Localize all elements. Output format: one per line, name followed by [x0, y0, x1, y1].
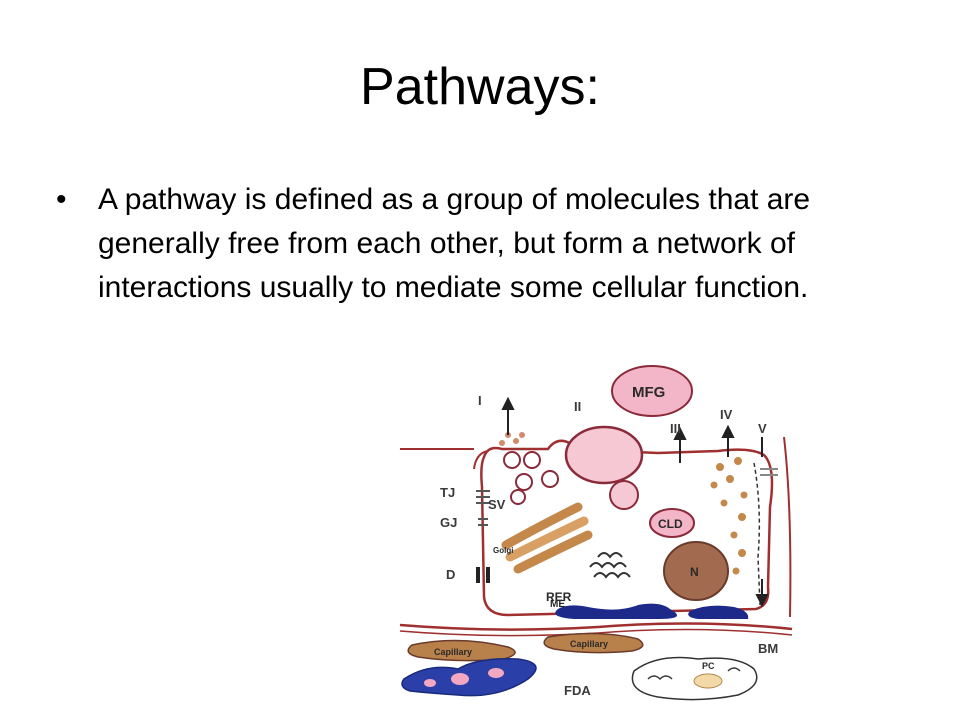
bullet-text: A pathway is defined as a group of molec…: [98, 183, 811, 304]
right-junction: [760, 468, 778, 476]
capillary-label-1: Capillary: [434, 647, 472, 657]
fibroblast-adipocyte: [401, 657, 537, 697]
cld-label: CLD: [658, 517, 683, 531]
lipid-droplet-small: [609, 480, 639, 510]
vesicle: [523, 451, 541, 469]
cld-droplet: [649, 508, 695, 538]
bullet-icon: •: [56, 183, 67, 216]
label-tj: TJ: [440, 485, 455, 500]
bullet-item: • A pathway is defined as a group of mol…: [52, 178, 932, 310]
vesicle: [541, 470, 559, 488]
pathway-arrows: [501, 396, 769, 608]
me-label: ME: [550, 599, 565, 610]
label-v: V: [758, 421, 767, 436]
label-pc: PC: [702, 661, 715, 671]
mfg-label: MFG: [632, 384, 665, 401]
label-i: I: [478, 393, 482, 408]
bullet-list: • A pathway is defined as a group of mol…: [52, 178, 932, 310]
rer-structure: [589, 552, 631, 579]
vesicle: [510, 489, 526, 505]
basement-membrane: [399, 622, 793, 631]
label-d: D: [446, 567, 455, 582]
lipid-droplet-large: [564, 425, 644, 485]
transport-droplets: [710, 457, 748, 575]
vesicle: [515, 473, 533, 491]
label-iv: IV: [720, 407, 733, 422]
label-fda: FDA: [564, 683, 591, 698]
gap-junction: [478, 518, 488, 526]
nucleus-label: N: [690, 565, 699, 579]
neighbor-membrane-right: [783, 436, 792, 618]
golgi-apparatus: [501, 502, 593, 574]
label-iii: III: [670, 421, 681, 436]
capillary-label-2: Capillary: [570, 639, 608, 649]
rer-label: RER: [546, 590, 572, 604]
nucleus: [663, 541, 729, 601]
desmosome: [476, 567, 490, 583]
label-gj: GJ: [440, 515, 457, 530]
myoepithelium: [555, 603, 678, 619]
tight-junction: [476, 490, 490, 504]
golgi-label: Golgi: [493, 546, 513, 555]
mfg-droplet: [611, 365, 693, 417]
capillary: [543, 632, 644, 654]
label-ii: II: [574, 399, 581, 414]
vesicle: [503, 451, 521, 469]
cell-diagram-svg: MFG: [399, 365, 793, 701]
label-sv: SV: [488, 497, 506, 512]
cell-pathway-diagram: MFG: [398, 357, 794, 710]
slide-title: Pathways:: [360, 58, 600, 116]
label-bm: BM: [758, 641, 778, 656]
